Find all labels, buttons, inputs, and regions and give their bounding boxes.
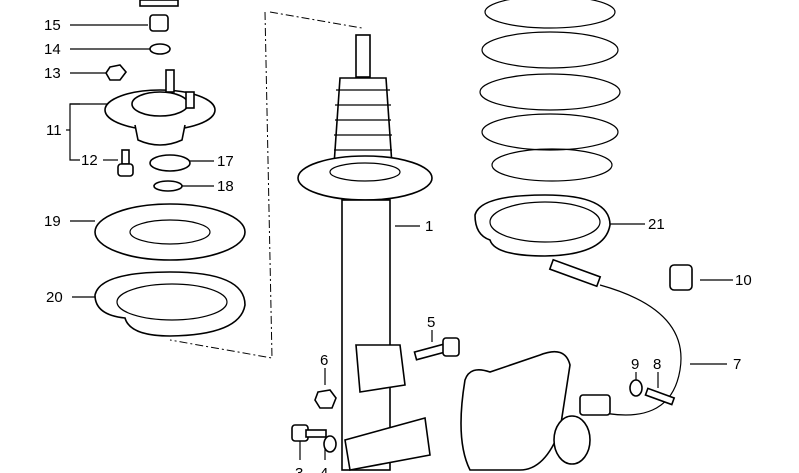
- part-bolt-8: [644, 387, 676, 406]
- part-pad-21: [474, 194, 611, 257]
- callout-3: 3: [295, 465, 303, 473]
- part-nut-6: [314, 389, 337, 409]
- part-bolt-5: [413, 337, 460, 361]
- callout-11: 11: [46, 122, 62, 139]
- callout-20: 20: [46, 289, 63, 306]
- part-seat-19: [94, 203, 246, 261]
- callout-9: 9: [631, 356, 639, 373]
- callout-21: 21: [648, 216, 665, 233]
- part-bolt-12: [117, 149, 134, 177]
- callout-15: 15: [44, 17, 61, 34]
- part-nut-13: [105, 64, 128, 81]
- part-washer-9: [629, 379, 643, 397]
- part-bolt-3: [291, 424, 327, 442]
- callout-6: 6: [320, 352, 328, 369]
- part-bearing-17: [149, 154, 191, 172]
- part-spring: [479, 0, 621, 182]
- callout-18: 18: [217, 178, 234, 195]
- part-knuckle: [460, 350, 591, 471]
- callout-10: 10: [735, 272, 752, 289]
- callout-19: 19: [44, 213, 61, 230]
- part-clip-10: [669, 264, 693, 291]
- callout-8: 8: [653, 356, 661, 373]
- part-washer-18: [153, 180, 183, 192]
- callout-7: 7: [733, 356, 741, 373]
- callout-1: 1: [425, 218, 433, 235]
- part-pad-20: [94, 271, 246, 337]
- callout-14: 14: [44, 41, 61, 58]
- part-washer-14: [149, 43, 171, 55]
- part-washer-4: [323, 435, 337, 453]
- callout-4: 4: [320, 465, 328, 473]
- part-mount-11: [104, 69, 216, 146]
- part-sensor-7: [548, 258, 682, 416]
- part-nut-15: [139, 0, 179, 32]
- callout-labels: 15 14 13 11 12 17 18 19 20 1 21 10 5 6 7…: [44, 17, 752, 473]
- callout-13: 13: [44, 65, 61, 82]
- part-strut-1: [297, 34, 433, 471]
- callout-12: 12: [81, 152, 98, 169]
- leader-lines: [66, 11, 733, 460]
- callout-5: 5: [427, 314, 435, 331]
- callout-17: 17: [217, 153, 234, 170]
